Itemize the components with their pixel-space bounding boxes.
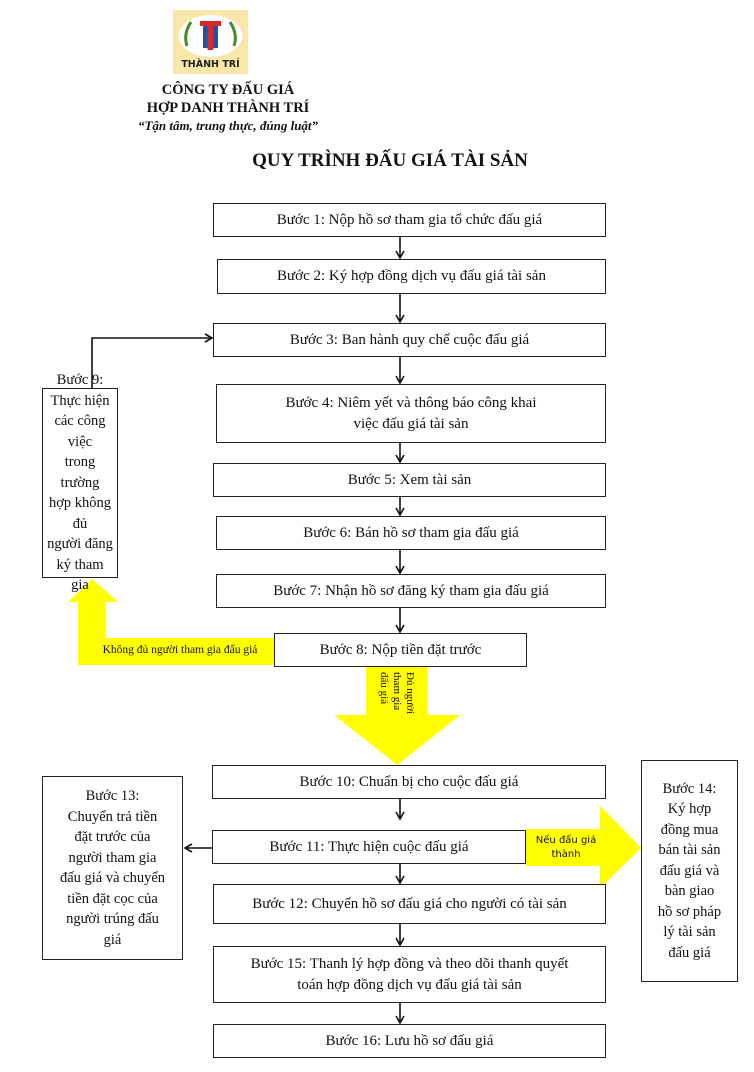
step-14-line: đồng mua: [660, 821, 719, 838]
step-14-line: hồ sơ pháp: [657, 903, 722, 920]
step-14: Bước 14: Ký hợp đồng mua bán tài sản đấu…: [641, 760, 738, 982]
success-label-line2: thành: [551, 849, 581, 860]
step-7: Bước 7: Nhận hồ sơ đăng ký tham gia đấu …: [216, 574, 606, 608]
success-arrow: [526, 806, 641, 888]
step-3: Bước 3: Ban hành quy chế cuộc đấu giá: [213, 323, 606, 357]
step-14-line: lý tài sản: [663, 924, 716, 941]
step-9-line: trong trường: [60, 454, 100, 491]
company-slogan: “Tận tâm, trung thực, đúng luật”: [137, 118, 319, 133]
step-14-line: bàn giao: [664, 883, 715, 900]
step-6: Bước 6: Bán hồ sơ tham gia đấu giá: [216, 516, 606, 550]
step-15-line2: toán hợp đồng dịch vụ đấu giá tài sản: [297, 976, 522, 993]
success-label: Nếu đấu giá thành: [530, 834, 602, 862]
step-5: Bước 5: Xem tài sản: [213, 463, 606, 497]
step-13-line: người trúng đấu: [66, 911, 159, 927]
step-8: Bước 8: Nộp tiền đặt trước: [274, 633, 527, 667]
step-1: Bước 1: Nộp hồ sơ tham gia tổ chức đấu g…: [213, 203, 606, 237]
enough-arrow: [334, 667, 460, 765]
logo-emblem-icon: THÀNH TRÍ: [178, 15, 243, 70]
company-name-line2: HỢP DANH THÀNH TRÍ: [146, 100, 310, 116]
step-9-line: Thực hiện: [50, 392, 110, 409]
enough-label-line2: tham gia: [391, 672, 403, 711]
step-11: Bước 11: Thực hiện cuộc đấu giá: [212, 830, 526, 864]
step-13-line: giá: [103, 931, 122, 948]
step-14-line: Bước 14:: [662, 780, 717, 797]
step-14-line: đấu giá: [668, 944, 711, 961]
page-title: QUY TRÌNH ĐẤU GIÁ TÀI SẢN: [252, 150, 528, 171]
company-name-line1: CÔNG TY ĐẤU GIÁ: [161, 82, 295, 98]
step-9-line: các công việc: [54, 413, 106, 450]
step-13-line: tiền đặt cọc của: [67, 890, 158, 907]
step-2: Bước 2: Ký hợp đồng dịch vụ đấu giá tài …: [217, 259, 606, 294]
enough-label: Đủ người tham gia đấu giá: [362, 672, 432, 728]
step-14-line: Ký hợp: [667, 801, 712, 818]
step-15-line1: Bước 15: Thanh lý hợp đồng và theo dõi t…: [250, 955, 569, 972]
step-9-line: ký tham gia: [56, 556, 104, 594]
step-13-line: đấu giá và chuyển: [59, 870, 166, 886]
logo-text: THÀNH TRÍ: [181, 58, 240, 70]
company-logo: THÀNH TRÍ: [173, 10, 248, 74]
step-10: Bước 10: Chuẩn bị cho cuộc đấu giá: [212, 765, 606, 799]
step-9: Bước 9: Thực hiện các công việc trong tr…: [42, 372, 118, 593]
step-4-line2: việc đấu giá tài sản: [353, 415, 469, 432]
step-15: Bước 15: Thanh lý hợp đồng và theo dõi t…: [213, 946, 606, 1003]
step-13-line: Chuyển trả tiền: [67, 808, 158, 825]
step-13-line: người tham gia: [68, 849, 157, 866]
not-enough-arrow: [68, 579, 274, 665]
step-16: Bước 16: Lưu hồ sơ đấu giá: [213, 1024, 606, 1058]
step-14-line: bán tài sản: [658, 842, 721, 859]
step-4: Bước 4: Niêm yết và thông báo công khai …: [216, 384, 606, 443]
step-9-line: người đăng: [47, 536, 113, 553]
success-label-line1: Nếu đấu giá: [535, 835, 597, 846]
arrow-9-3: [91, 333, 214, 388]
step-4-line1: Bước 4: Niêm yết và thông báo công khai: [285, 394, 537, 411]
step-12: Bước 12: Chuyển hồ sơ đấu giá cho người …: [213, 884, 606, 924]
step-13: Bước 13: Chuyển trả tiền đặt trước của n…: [42, 776, 183, 960]
not-enough-label: Không đủ người tham gia đấu giá: [102, 644, 258, 656]
step-13-line: đặt trước của: [74, 829, 151, 845]
step-9-line: Bước 9:: [56, 372, 104, 389]
step-9-line: hợp không đủ: [48, 495, 112, 532]
enough-label-line3: đấu giá: [378, 672, 390, 705]
step-13-line: Bước 13:: [85, 788, 140, 804]
step-14-line: đấu giá và: [659, 862, 720, 879]
enough-label-line1: Đủ người: [404, 672, 416, 715]
